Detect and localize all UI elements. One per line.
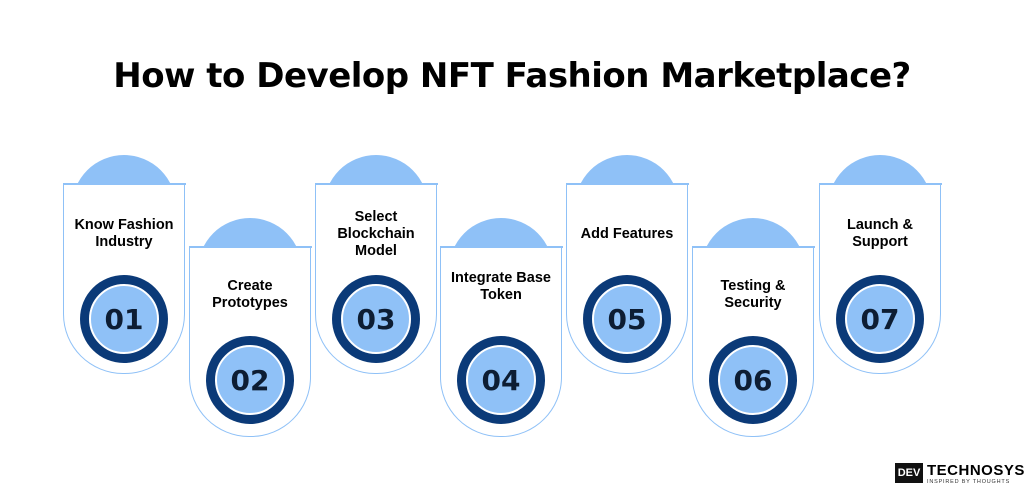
step-label: Know Fashion Industry <box>74 217 174 250</box>
step-number: 07 <box>845 284 915 354</box>
step-number-badge: 01 <box>80 275 168 363</box>
logo-mark: DEV <box>895 463 923 483</box>
step-01: Know Fashion Industry 01 <box>62 155 186 395</box>
step-number: 05 <box>592 284 662 354</box>
step-04: Integrate Base Token 04 <box>439 218 563 458</box>
step-label: Launch & Support <box>846 217 914 250</box>
step-05: Add Features 05 <box>565 155 689 395</box>
step-06: Testing & Security 06 <box>691 218 815 458</box>
step-number-badge: 02 <box>206 336 294 424</box>
step-number-badge: 04 <box>457 336 545 424</box>
step-number: 06 <box>718 345 788 415</box>
logo-wordmark: TECHNOSYS <box>927 462 1024 479</box>
step-label: Add Features <box>580 226 674 242</box>
step-number-badge: 06 <box>709 336 797 424</box>
logo-tagline: INSPIRED BY THOUGHTS <box>927 479 1011 485</box>
step-number: 04 <box>466 345 536 415</box>
step-number: 01 <box>89 284 159 354</box>
step-number-badge: 07 <box>836 275 924 363</box>
step-number: 03 <box>341 284 411 354</box>
step-03: Select Blockchain Model 03 <box>314 155 438 395</box>
step-02: Create Prototypes 02 <box>188 218 312 458</box>
step-label: Integrate Base Token <box>451 270 551 303</box>
step-label: Create Prototypes <box>212 278 288 311</box>
step-number: 02 <box>215 345 285 415</box>
step-label: Select Blockchain Model <box>337 209 415 259</box>
step-number-badge: 05 <box>583 275 671 363</box>
step-07: Launch & Support 07 <box>818 155 942 395</box>
step-number-badge: 03 <box>332 275 420 363</box>
diagram-title: How to Develop NFT Fashion Marketplace? <box>113 56 911 96</box>
step-label: Testing & Security <box>720 278 786 311</box>
devtechnosys-logo: DEV TECHNOSYS INSPIRED BY THOUGHTS <box>895 462 1024 490</box>
